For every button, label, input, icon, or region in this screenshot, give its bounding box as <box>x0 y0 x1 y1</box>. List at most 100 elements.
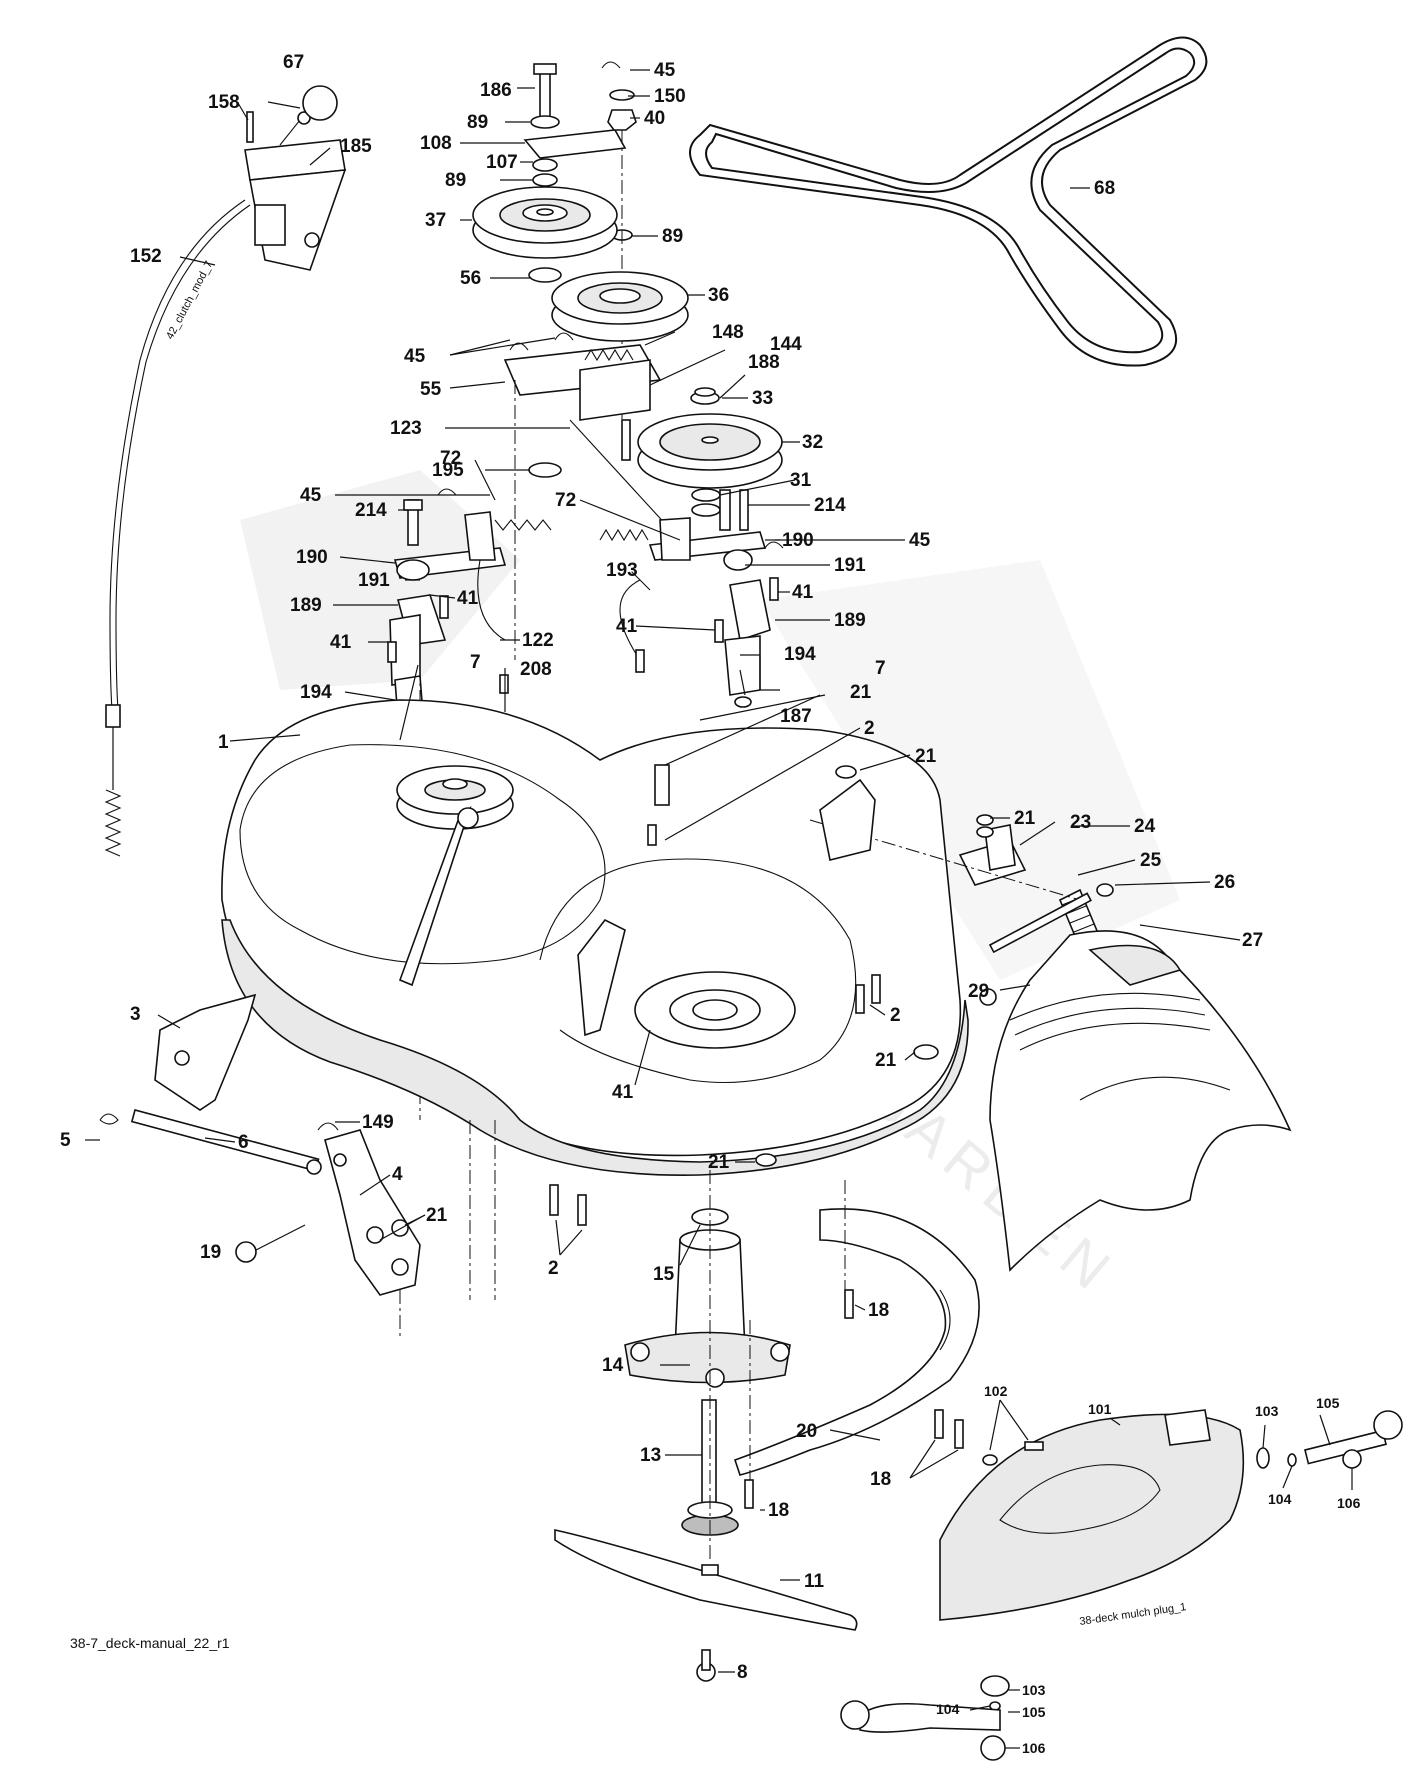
idler-bracket-55 <box>503 332 662 421</box>
callout-leaders <box>85 69 1353 1749</box>
callouts: 67 158 185 152 186 45 150 89 40 108 107 … <box>60 52 1361 1756</box>
callout-189: 189 <box>834 610 866 631</box>
mulch-plug-101: 38-deck mulch plug_1 <box>939 1409 1245 1628</box>
callout-194: 194 <box>300 682 332 703</box>
deck-left-bracket-21 <box>819 765 876 861</box>
left-spindle-pulley <box>396 765 514 987</box>
clutch-cable-152: 42_clutch_mod_7 <box>104 199 251 857</box>
deck-bolts-2 <box>549 974 881 1226</box>
bolt-19 <box>235 1241 257 1263</box>
callout-106: 106 <box>1022 1740 1046 1756</box>
callout-67: 67 <box>283 52 304 73</box>
callout-56: 56 <box>460 268 481 289</box>
callout-31: 31 <box>790 470 812 491</box>
callout-14: 14 <box>602 1355 624 1376</box>
callout-187: 187 <box>780 706 812 727</box>
callout-103: 103 <box>1022 1682 1046 1698</box>
callout-105: 105 <box>1022 1704 1046 1720</box>
callout-2: 2 <box>890 1005 901 1026</box>
bolt-18-d <box>744 1479 754 1509</box>
callout-41: 41 <box>457 588 479 609</box>
callout-13: 13 <box>640 1445 661 1466</box>
callout-33: 33 <box>752 388 773 409</box>
pin-29 <box>988 892 1092 954</box>
callout-24: 24 <box>1134 816 1156 837</box>
callout-37: 37 <box>425 210 446 231</box>
callout-72: 72 <box>440 448 461 469</box>
callout-105: 105 <box>1316 1395 1340 1411</box>
callout-102: 102 <box>984 1383 1008 1399</box>
handle-105-b <box>859 1702 1001 1733</box>
spacer-102 <box>982 1454 998 1466</box>
callout-190: 190 <box>782 530 814 551</box>
callout-21: 21 <box>708 1152 730 1173</box>
callout-23: 23 <box>1070 812 1091 833</box>
right-spindle-housing <box>577 764 796 1049</box>
spindle-housing-14 <box>624 1331 791 1384</box>
callout-122: 122 <box>522 630 554 651</box>
callout-21: 21 <box>426 1205 448 1226</box>
callout-190: 190 <box>296 547 328 568</box>
callout-7: 7 <box>470 652 481 673</box>
callout-40: 40 <box>644 108 665 129</box>
callout-18: 18 <box>868 1300 889 1321</box>
callout-185: 185 <box>340 136 372 157</box>
idler-pulley-37 <box>472 186 618 259</box>
callout-45: 45 <box>654 60 676 81</box>
pin-187 <box>654 764 670 806</box>
callout-186: 186 <box>480 80 512 101</box>
callout-214: 214 <box>355 500 387 521</box>
callout-1: 1 <box>218 732 229 753</box>
spindle-assembly <box>624 1170 791 1560</box>
bolt-188 <box>621 419 631 461</box>
callout-21: 21 <box>915 746 937 767</box>
callout-104: 104 <box>936 1701 960 1717</box>
hanger-bracket-4 <box>317 1122 421 1340</box>
callout-2: 2 <box>548 1258 559 1279</box>
right-idler-arm-190 <box>599 489 784 661</box>
pulley-32 <box>637 387 783 531</box>
right-bracket-189-194 <box>635 577 779 708</box>
callout-11: 11 <box>804 1571 825 1592</box>
bolt-18-a <box>844 1289 854 1319</box>
callout-158: 158 <box>208 92 240 113</box>
callout-193: 193 <box>606 560 638 581</box>
callout-18: 18 <box>870 1469 891 1490</box>
callout-89: 89 <box>662 226 683 247</box>
callout-148: 148 <box>712 322 744 343</box>
callout-41: 41 <box>792 582 814 603</box>
drive-belt-68 <box>689 36 1208 367</box>
callout-18: 18 <box>768 1500 789 1521</box>
callout-4: 4 <box>392 1164 403 1185</box>
callout-25: 25 <box>1140 850 1162 871</box>
callout-108: 108 <box>420 133 452 154</box>
spacer-56 <box>528 267 562 283</box>
callout-89: 89 <box>445 170 466 191</box>
belt-guard-20 <box>733 1180 980 1509</box>
callout-123: 123 <box>390 418 422 439</box>
callout-45: 45 <box>404 346 426 367</box>
cable-tag: 42_clutch_mod_7 <box>164 259 215 341</box>
callout-41: 41 <box>612 1082 634 1103</box>
callout-191: 191 <box>834 555 866 576</box>
callout-68: 68 <box>1094 178 1115 199</box>
callout-15: 15 <box>653 1264 675 1285</box>
clip-5 <box>99 1113 119 1125</box>
callout-19: 19 <box>200 1242 221 1263</box>
callout-189: 189 <box>290 595 322 616</box>
callout-144: 144 <box>770 334 802 355</box>
callout-104: 104 <box>1268 1491 1292 1507</box>
callout-195: 195 <box>432 460 464 481</box>
bolt-18-c <box>954 1419 964 1449</box>
mulch-plug-latch-right <box>1256 1410 1403 1469</box>
washer-103-b <box>980 1675 1010 1697</box>
callout-29: 29 <box>968 981 989 1002</box>
diagram-caption: 38-7_deck-manual_22_r1 <box>70 1635 230 1651</box>
bolt-102 <box>1024 1441 1044 1451</box>
callout-20: 20 <box>796 1421 817 1442</box>
callout-36: 36 <box>708 285 729 306</box>
callout-41: 41 <box>330 632 352 653</box>
cable-ferrule <box>105 704 121 728</box>
mower-blade-11 <box>554 1529 858 1682</box>
callout-26: 26 <box>1214 872 1235 893</box>
